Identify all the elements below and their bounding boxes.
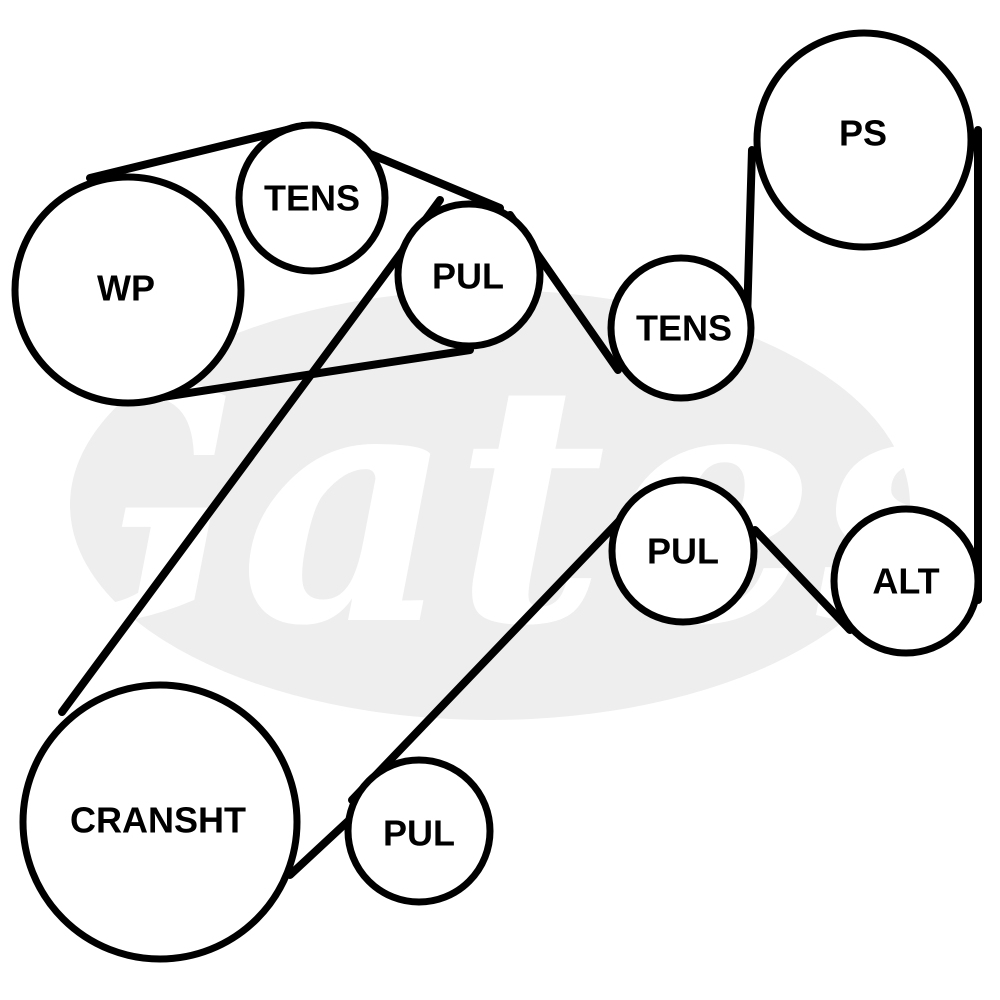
belts	[58, 122, 982, 879]
pulley-pul-lower-label: PUL	[383, 813, 455, 854]
pulley-ps-label: PS	[839, 113, 887, 154]
belt-pul-pul	[348, 516, 624, 804]
belt-tens-ps	[743, 146, 756, 324]
pulley-pul-upper-circle	[394, 200, 544, 350]
pulley-ps-circle	[753, 29, 975, 251]
pulley-ps: PS	[753, 29, 975, 251]
pulley-alt: ALT	[830, 505, 982, 657]
belt-pul-wp	[126, 346, 474, 406]
belt-wp-tens	[86, 122, 307, 182]
pulley-tens-middle-circle	[607, 254, 755, 402]
belt-alt-pul	[751, 526, 854, 634]
pulley-pul-middle-circle	[608, 476, 758, 626]
pulley-alt-label: ALT	[872, 561, 939, 602]
pulley-pul-lower: PUL	[344, 756, 494, 906]
pulley-pul-middle: PUL	[608, 476, 758, 626]
pulley-pul-middle-label: PUL	[647, 531, 719, 572]
pulley-alt-circle	[830, 505, 982, 657]
pulley-crankshaft-circle	[19, 681, 301, 963]
pulley-crankshaft-label: CRANSHT	[70, 800, 246, 841]
pulley-wp-circle	[11, 173, 245, 407]
pulley-wp: WP	[11, 173, 245, 407]
pulley-tens-upper-circle	[235, 121, 389, 275]
pulley-pul-lower-circle	[344, 756, 494, 906]
pulley-tens-upper-label: TENS	[264, 178, 360, 219]
pulley-wp-label: WP	[97, 268, 155, 309]
pulley-pul-upper-label: PUL	[432, 256, 504, 297]
pulley-crankshaft: CRANSHT	[19, 681, 301, 963]
pulley-tens-middle-label: TENS	[636, 308, 732, 349]
pulley-pul-upper: PUL	[394, 200, 544, 350]
pulley-tens-upper: TENS	[235, 121, 389, 275]
pulley-tens-middle: TENS	[607, 254, 755, 402]
pulleys: WP TENS PUL TENS PS ALT PUL CRANSHT	[11, 29, 982, 963]
belt-pul-crank	[58, 196, 444, 716]
